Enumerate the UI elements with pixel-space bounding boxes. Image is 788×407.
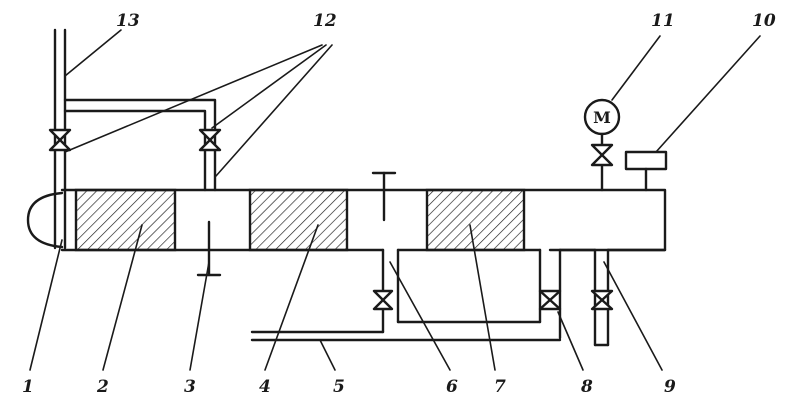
- numeric-labels: 1 2 3 4 5 6 7 8 9 10 11 12 13: [22, 11, 776, 397]
- label-9: 9: [664, 377, 676, 397]
- agitator-middle: [371, 171, 397, 222]
- outlet-6: [372, 248, 400, 334]
- collection-line-5: [250, 320, 562, 342]
- label-7: 7: [494, 377, 506, 397]
- label-8: 8: [580, 377, 593, 397]
- vessel-end-cap: [26, 191, 64, 249]
- valve-bypass: [198, 128, 222, 152]
- label-5: 5: [333, 377, 345, 397]
- outlet-8: [538, 248, 562, 340]
- label-12: 12: [313, 11, 337, 31]
- label-11: 11: [651, 11, 675, 31]
- motor-symbol: M: [593, 108, 611, 127]
- packed-section-2: [74, 188, 177, 252]
- label-10: 10: [752, 11, 776, 31]
- label-13: 13: [116, 11, 140, 31]
- packed-section-4: [248, 188, 349, 252]
- leader-lines: [29, 29, 761, 371]
- motor-drive: M: [583, 98, 621, 192]
- valve-inlet: [48, 128, 72, 152]
- label-3: 3: [184, 377, 196, 397]
- label-2: 2: [96, 377, 109, 397]
- label-6: 6: [446, 377, 458, 397]
- agitator-3: [196, 220, 222, 277]
- packed-section-7: [425, 188, 526, 252]
- drain-9: [590, 248, 614, 347]
- label-4: 4: [259, 377, 271, 397]
- bypass-line: [63, 98, 217, 192]
- instrument-10: [624, 150, 668, 192]
- inlet-pipe: [53, 28, 67, 250]
- label-1: 1: [22, 377, 34, 397]
